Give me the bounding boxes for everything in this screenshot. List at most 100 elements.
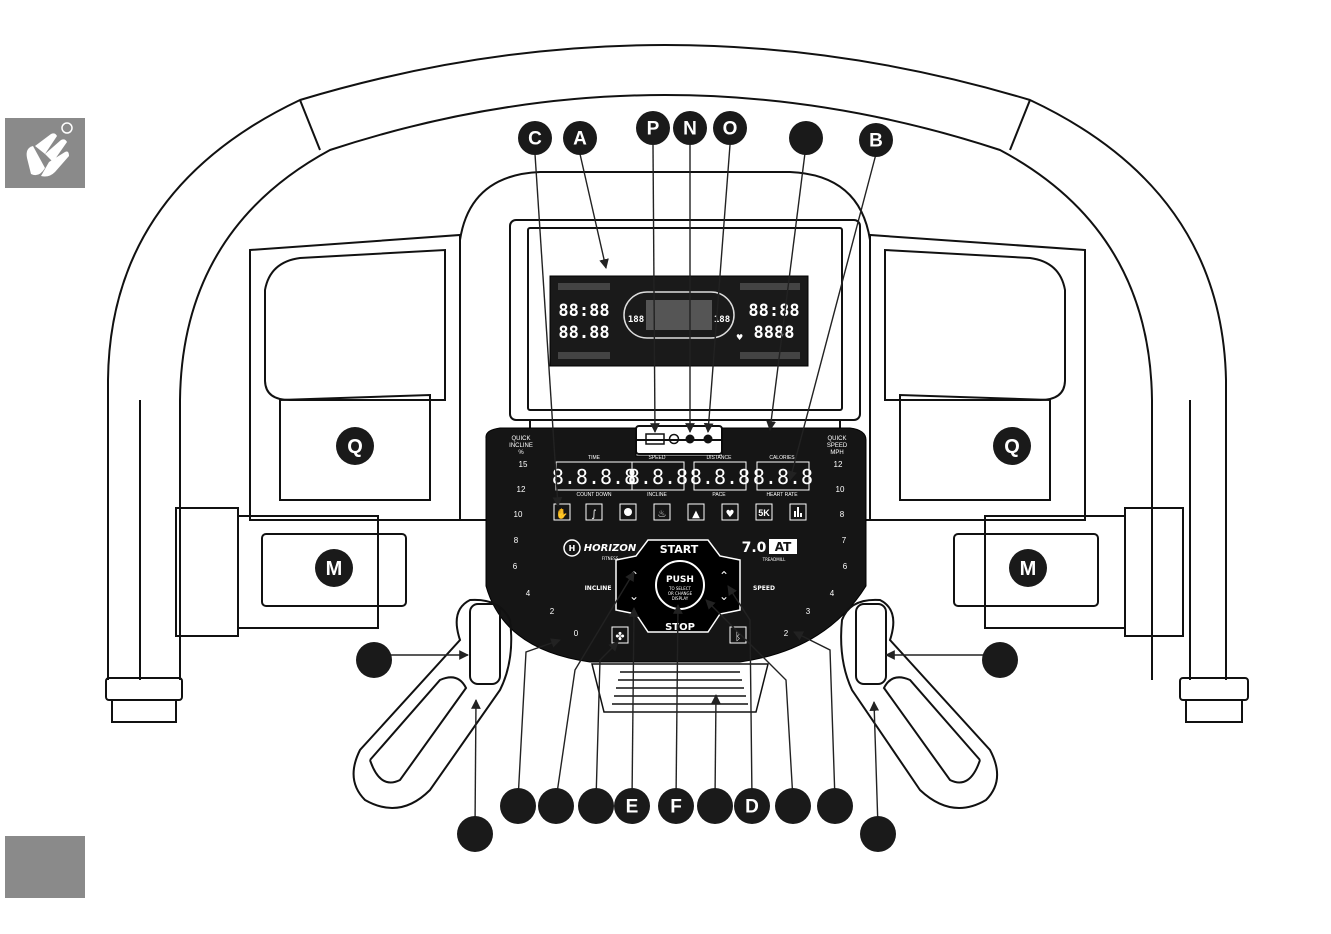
callout-o: O [723, 119, 738, 140]
lcd-center-right: 188 [714, 315, 730, 325]
charging-port [703, 434, 713, 444]
callout-m-left: M [326, 558, 343, 580]
bluetooth-icon: ᛒ [735, 630, 742, 643]
svg-text:TO SELECT: TO SELECT [668, 586, 691, 591]
incline-key-15[interactable]: 15 [519, 460, 528, 469]
speed-key-8[interactable]: 8 [840, 510, 845, 519]
incline-down-icon[interactable]: ⌄ [629, 589, 639, 603]
svg-text:OR CHANGE: OR CHANGE [668, 591, 693, 596]
callout-f: F [670, 797, 682, 818]
stop-button[interactable]: STOP [665, 622, 695, 633]
callout-q-left: Q [347, 436, 363, 458]
speed-key-10[interactable]: 10 [836, 485, 845, 494]
program-custom-icon[interactable] [789, 503, 807, 521]
quick-speed-label: QUICK SPEED MPH [827, 436, 848, 456]
led-window-calories: CALORIES 8.8.8 HEART RATE [753, 455, 813, 498]
left-incline-wheel[interactable] [469, 603, 501, 685]
svg-text:DISPLAY: DISPLAY [672, 596, 689, 601]
incline-quick-keys[interactable]: 15 12 10 8 6 4 2 0 [513, 460, 579, 638]
program-mountain-icon[interactable] [687, 503, 705, 521]
incline-key-4[interactable]: 4 [526, 589, 531, 598]
right-handlebar-grip [840, 598, 998, 809]
speed-quick-keys[interactable]: 12 10 8 7 6 4 3 2 [784, 460, 848, 638]
svg-text:TIME: TIME [588, 455, 601, 461]
right-speed-wheel[interactable] [855, 603, 887, 685]
svg-text:SPEED: SPEED [827, 443, 848, 449]
program-fatburn-icon[interactable] [653, 503, 671, 521]
mountain-icon: ▲ [692, 509, 700, 520]
program-5k-icon[interactable] [755, 503, 773, 521]
incline-key-6[interactable]: 6 [513, 562, 518, 571]
callout-unlabeled-right-wheel [982, 642, 1018, 678]
program-target-icon[interactable] [619, 503, 637, 521]
program-hill-icon[interactable] [585, 503, 603, 521]
push-dial[interactable] [655, 560, 705, 610]
svg-text:8.8.8: 8.8.8 [753, 465, 813, 489]
callout-q-right: Q [1004, 436, 1020, 458]
svg-text:8.8.8: 8.8.8 [628, 465, 688, 489]
callout-b: B [869, 131, 883, 152]
incline-up-icon[interactable]: ⌃ [629, 569, 639, 583]
program-keys[interactable] [553, 503, 807, 521]
speed-key-12[interactable]: 12 [834, 460, 843, 469]
callout-unlabeled-bottom-2 [500, 788, 536, 824]
callout-unlabeled-top [789, 121, 823, 155]
led-window-time: TIME 8.8.8.8 COUNT DOWN [552, 455, 636, 498]
speed-key-6[interactable]: 6 [843, 562, 848, 571]
svg-text:FITNESS: FITNESS [602, 556, 619, 561]
program-heart-icon[interactable] [721, 503, 739, 521]
callout-c: C [528, 129, 542, 150]
callout-unlabeled-bottom-1 [457, 816, 493, 852]
callout-unlabeled-bottom-4 [578, 788, 614, 824]
incline-key-0[interactable]: 0 [574, 629, 579, 638]
incline-key-2[interactable]: 2 [550, 607, 555, 616]
callout-unlabeled-bottom-11 [860, 816, 896, 852]
callout-p: P [647, 119, 660, 140]
svg-text:QUICK: QUICK [827, 436, 846, 442]
svg-text:TREADMILL: TREADMILL [762, 557, 786, 562]
manual-hand-icon: ✋ [556, 507, 568, 520]
target-dot-icon [624, 508, 632, 516]
speed-key-4[interactable]: 4 [830, 589, 835, 598]
svg-text:COUNT DOWN: COUNT DOWN [577, 492, 612, 498]
headphone-jack [685, 434, 695, 444]
speed-label: SPEED [753, 585, 775, 592]
speed-key-3[interactable]: 3 [806, 607, 811, 616]
svg-text:INCLINE: INCLINE [509, 443, 533, 449]
svg-text:INCLINE: INCLINE [647, 492, 667, 498]
incline-key-12[interactable]: 12 [517, 485, 526, 494]
program-5k-label: 5K [758, 508, 770, 518]
svg-text:CALORIES: CALORIES [769, 455, 795, 461]
heart-program-icon: ♥ [726, 509, 735, 520]
bluetooth-button[interactable] [729, 626, 747, 644]
svg-text:QUICK: QUICK [511, 436, 530, 442]
left-handlebar-grip [352, 598, 513, 809]
speed-up-icon[interactable]: ⌃ [719, 569, 729, 583]
fan-button[interactable] [611, 626, 629, 644]
svg-text:HORIZON: HORIZON [584, 543, 637, 554]
lcd-right-top: 88:88 [748, 301, 799, 321]
crossbars [175, 507, 1184, 637]
svg-text:8.8.8.8: 8.8.8.8 [552, 465, 636, 489]
section-tab-bottom [5, 836, 85, 898]
svg-text:PACE: PACE [712, 492, 726, 498]
speed-down-icon[interactable]: ⌄ [719, 589, 729, 603]
model-badge: 7.0 AT TREADMILL [742, 539, 797, 562]
svg-text:H: H [569, 544, 576, 553]
svg-text:7.0: 7.0 [742, 540, 767, 556]
callout-unlabeled-bottom-9 [775, 788, 811, 824]
start-button[interactable]: START [660, 543, 699, 556]
incline-label: INCLINE [585, 585, 612, 592]
callout-unlabeled-bottom-7 [697, 788, 733, 824]
incline-key-10[interactable]: 10 [514, 510, 523, 519]
svg-text:HEART RATE: HEART RATE [766, 492, 798, 498]
speed-key-7[interactable]: 7 [842, 536, 847, 545]
led-window-distance: DISTANCE 8.8.8 PACE [690, 455, 750, 498]
flame-icon: ♨ [658, 509, 667, 520]
lcd-left-top: 88:88 [558, 301, 609, 321]
lcd-track-oval [623, 291, 735, 339]
fan-icon: ✤ [615, 630, 624, 643]
speed-key-2[interactable]: 2 [784, 629, 789, 638]
incline-key-8[interactable]: 8 [514, 536, 519, 545]
lcd-right-bottom: 8888 [754, 323, 795, 343]
